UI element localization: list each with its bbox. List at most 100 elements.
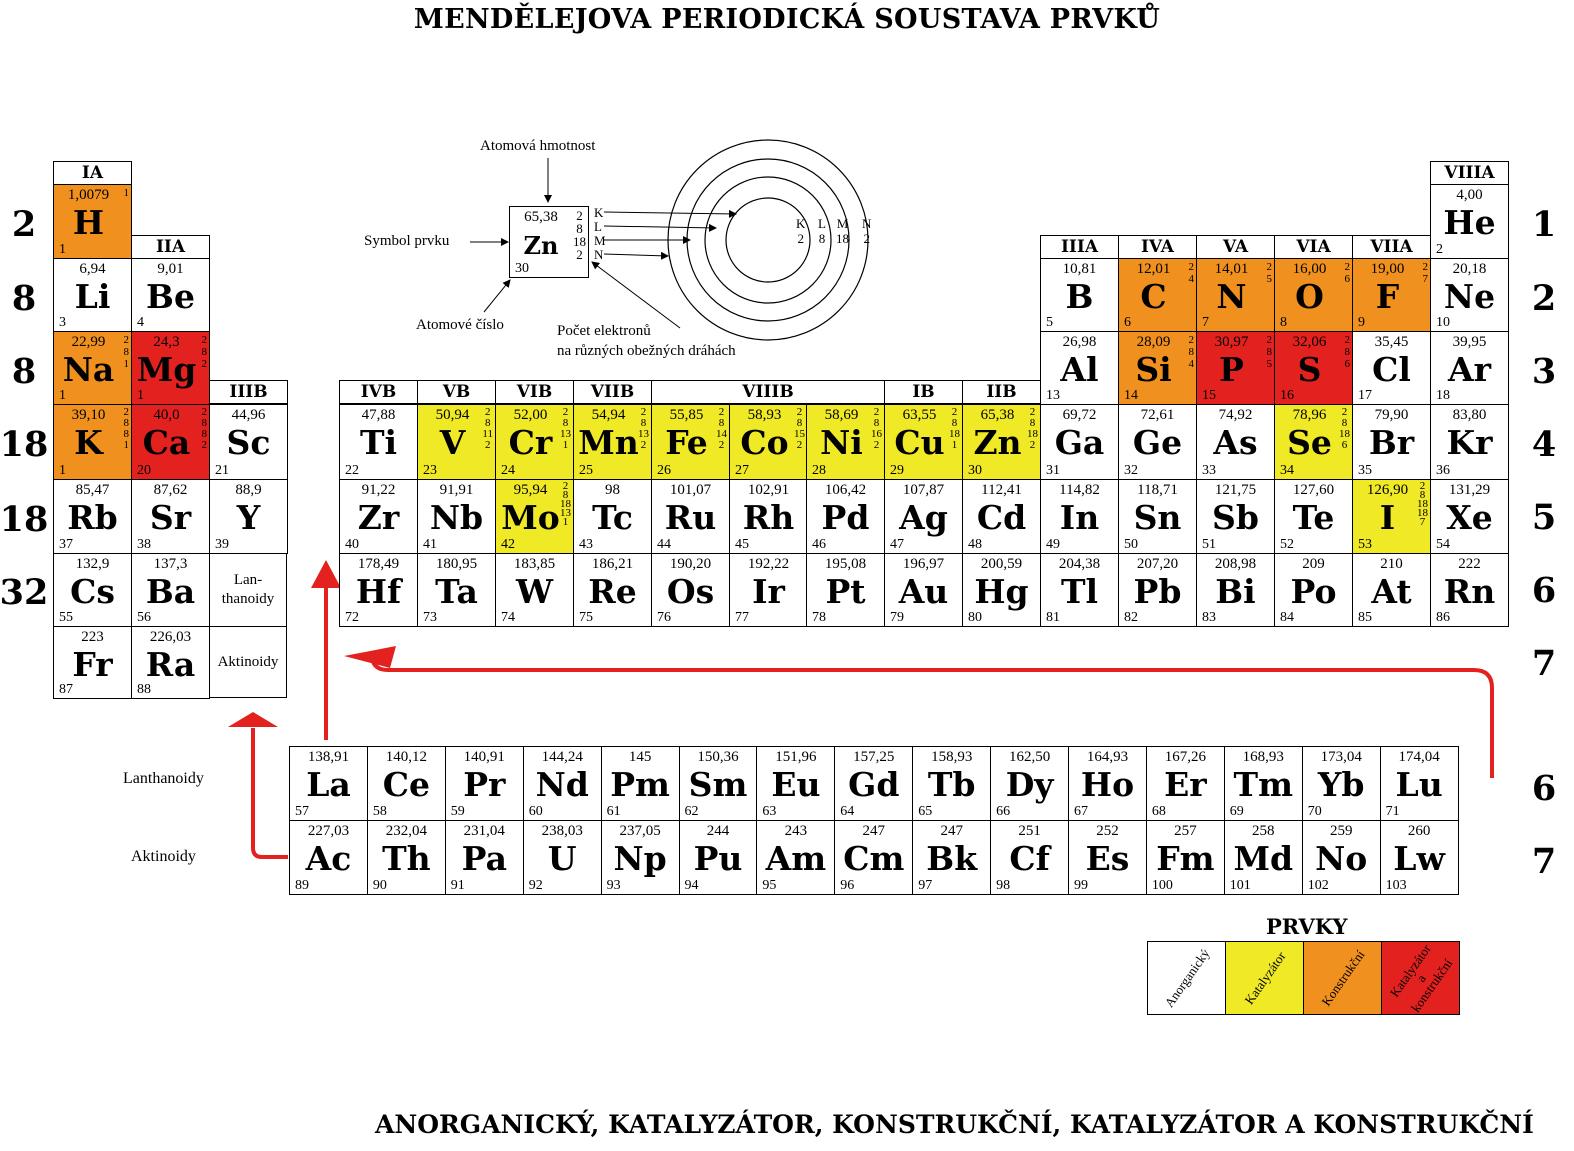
element-mass: 79,90	[1374, 407, 1409, 423]
element-mass: 127,60	[1292, 482, 1335, 498]
element-number: 82	[1124, 610, 1138, 625]
element-symbol: Np	[613, 839, 667, 878]
label-electrons-1: Počet elektronů	[557, 323, 651, 339]
element-symbol: Po	[1290, 572, 1337, 611]
element-number: 92	[528, 878, 543, 893]
element-symbol: Pr	[463, 765, 506, 804]
element-number: 3	[59, 315, 66, 330]
group-header-va: VA	[1196, 235, 1275, 259]
element-mass: 12,01	[1136, 261, 1171, 277]
element-mass: 10,81	[1062, 261, 1097, 277]
element-symbol: Sr	[149, 498, 192, 537]
element-symbol: Bk	[926, 839, 978, 878]
element-number: 91	[450, 878, 465, 893]
element-symbol: Al	[1060, 350, 1099, 389]
element-mass: 238,03	[541, 823, 583, 839]
element-symbol: Br	[1368, 423, 1415, 462]
element-symbol: Rn	[1443, 572, 1496, 611]
element-number: 17	[1358, 388, 1372, 403]
element-mass: 157,25	[853, 749, 895, 765]
example-symbol: Zn	[523, 231, 559, 260]
element-mass: 251	[1018, 823, 1041, 839]
element-mass: 50,94	[435, 407, 470, 423]
element-symbol: C	[1140, 277, 1167, 316]
element-mass: 151,96	[775, 749, 817, 765]
element-number: 67	[1074, 804, 1088, 819]
period-number: 7	[1531, 841, 1557, 882]
element-symbol: Pa	[461, 839, 507, 878]
element-mass: 91,91	[439, 482, 474, 498]
element-symbol: Os	[666, 572, 715, 611]
element-symbol: Co	[740, 423, 789, 462]
element-number: 43	[579, 537, 593, 552]
element-symbol: Ta	[435, 572, 478, 611]
left-number: 8	[11, 278, 37, 319]
element-number: 75	[579, 610, 593, 625]
period-number: 4	[1531, 424, 1557, 465]
element-number: 60	[528, 804, 543, 819]
element-symbol: N	[1216, 277, 1247, 316]
element-mass: 174,04	[1398, 749, 1440, 765]
element-mass: 190,20	[669, 556, 712, 572]
electrons-pointer-arrow	[591, 261, 681, 329]
element-number: 99	[1074, 878, 1088, 893]
element-mass: 19,00	[1370, 261, 1405, 277]
group-header-iia: IIA	[131, 235, 210, 259]
element-symbol: Ga	[1054, 423, 1105, 462]
element-number: 70	[1307, 804, 1322, 819]
element-number: 22	[345, 463, 359, 478]
element-symbol: Ba	[145, 572, 196, 611]
element-number: 41	[423, 537, 437, 552]
element-shells: 1	[123, 187, 130, 199]
left-number: 2	[11, 204, 37, 245]
element-symbol: Hg	[974, 572, 1029, 611]
element-mass: 131,29	[1448, 482, 1491, 498]
element-number: 50	[1124, 537, 1138, 552]
label-atomic-mass: Atomová hmotnost	[480, 138, 596, 154]
element-number: 15	[1202, 388, 1216, 403]
element-mass: 6,94	[79, 261, 106, 277]
element-symbol: Re	[588, 572, 637, 611]
element-number: 20	[137, 463, 151, 478]
element-mass: 40,0	[153, 407, 180, 423]
element-mass: 258	[1252, 823, 1275, 839]
element-symbol: He	[1443, 203, 1496, 242]
element-mass: 208,98	[1214, 556, 1257, 572]
element-number: 97	[918, 878, 933, 893]
